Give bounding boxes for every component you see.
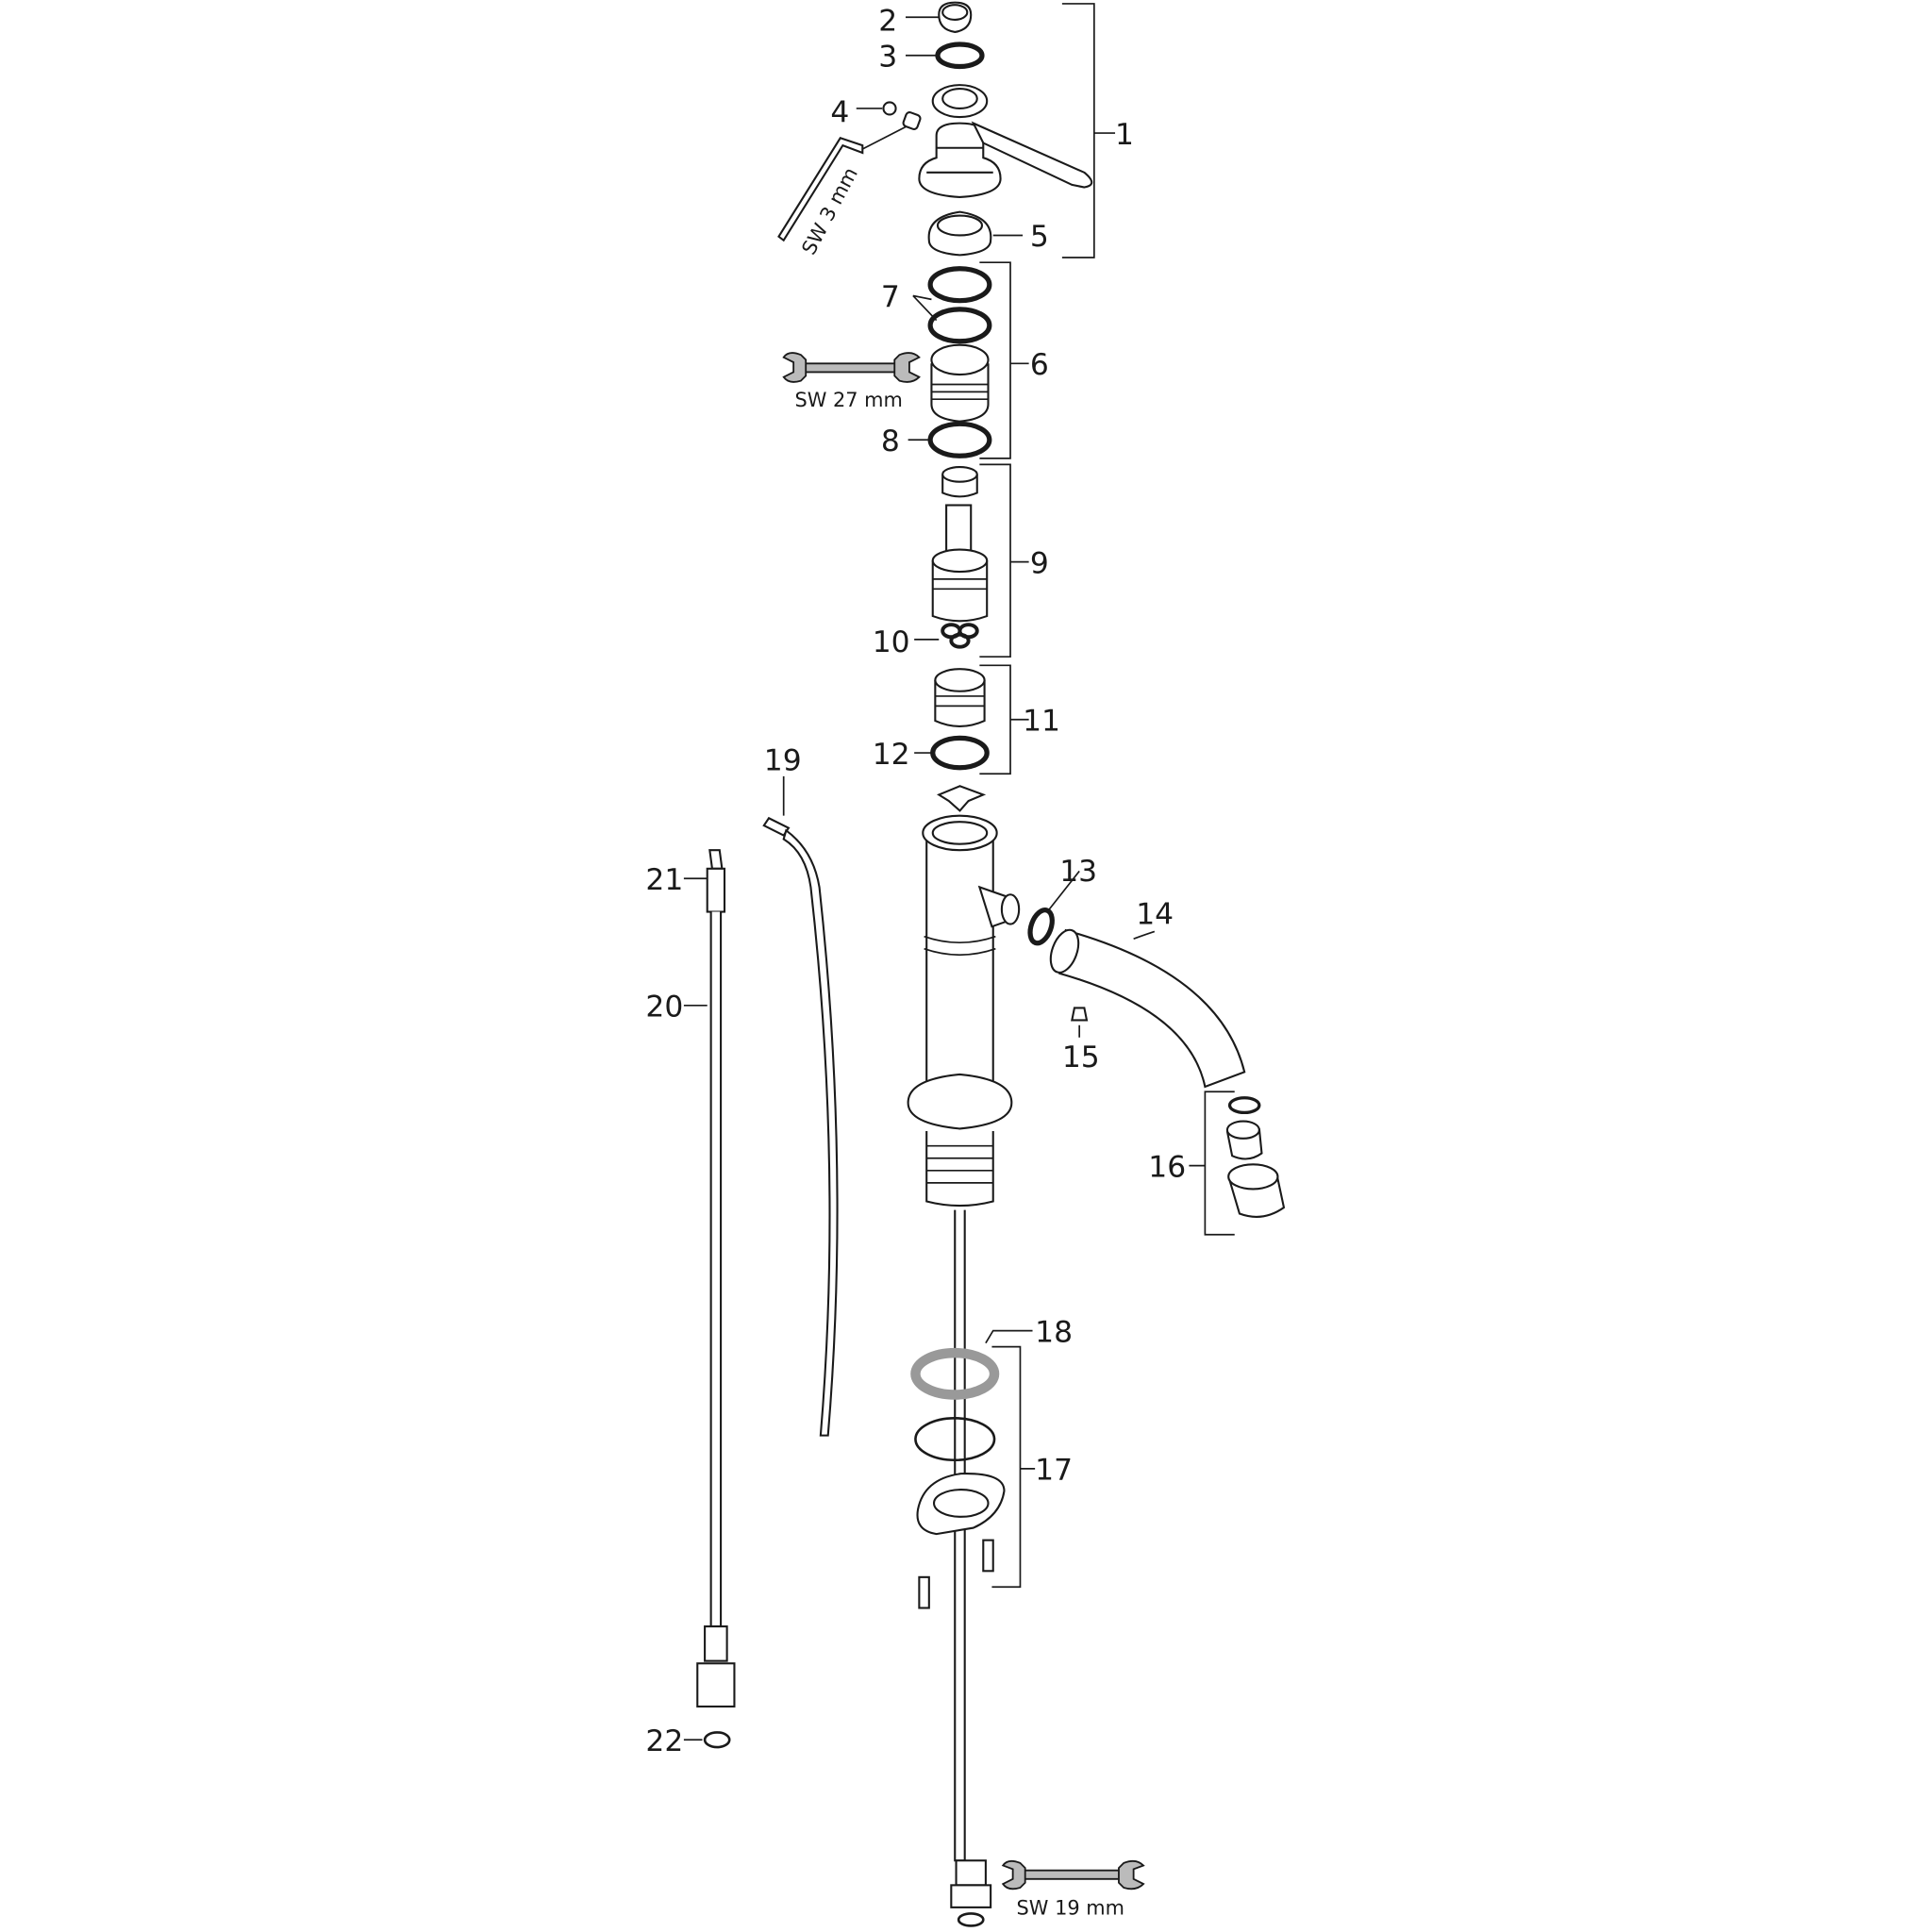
label-13: 13 — [1059, 855, 1097, 889]
part-14-spout — [1049, 928, 1246, 1089]
label-7: 7 — [881, 280, 900, 314]
part-7-o-ring — [927, 307, 992, 344]
supply-rod-center — [950, 1209, 992, 1927]
part-13-o-ring — [1027, 908, 1055, 946]
part-8-o-ring — [927, 421, 992, 458]
label-22: 22 — [645, 1724, 683, 1758]
part-19-lift-rod — [762, 816, 839, 1437]
wrench-icon — [782, 352, 921, 383]
label-15: 15 — [1062, 1041, 1100, 1074]
part-4-grub-screws — [882, 101, 922, 130]
wrench-27-size-label: SW 27 mm — [794, 389, 902, 411]
label-1: 1 — [1115, 118, 1134, 152]
label-17: 17 — [1035, 1454, 1073, 1488]
part-18-washer — [910, 1347, 1000, 1400]
label-16: 16 — [1148, 1150, 1186, 1184]
part-labels: 1 2 3 4 5 6 7 8 9 10 11 12 13 14 15 16 1… — [645, 5, 1186, 1758]
label-18: 18 — [1035, 1315, 1073, 1349]
part-1-lever-handle — [918, 84, 1093, 199]
label-20: 20 — [645, 991, 683, 1024]
part-12-o-ring — [930, 735, 990, 771]
part-10-seals — [941, 623, 979, 649]
label-9: 9 — [1030, 546, 1049, 580]
part-20-supply-hose — [696, 849, 736, 1708]
leader-lines — [683, 16, 1156, 1741]
label-21: 21 — [645, 863, 683, 897]
part-3-o-ring — [935, 42, 985, 70]
part-17-washer — [914, 1417, 996, 1462]
part-17-mounting-plate — [916, 1473, 1006, 1536]
part-5-escutcheon — [927, 210, 992, 257]
wrench-19-size-label: SW 19 mm — [1017, 1897, 1124, 1920]
label-2: 2 — [878, 5, 897, 39]
label-4: 4 — [830, 95, 849, 129]
label-8: 8 — [881, 425, 900, 458]
mounting-bolt — [918, 1575, 930, 1609]
part-15-screw — [1071, 1007, 1089, 1022]
part-9-cartridge — [931, 465, 989, 623]
label-6: 6 — [1030, 348, 1049, 382]
part-6-bonnet-nut — [930, 343, 990, 423]
label-10: 10 — [873, 625, 910, 659]
label-5: 5 — [1030, 220, 1049, 254]
part-22-seal — [703, 1731, 731, 1749]
label-12: 12 — [873, 738, 910, 772]
label-14: 14 — [1136, 898, 1174, 932]
part-16-aerator — [1225, 1096, 1286, 1218]
part-7-o-ring — [927, 266, 992, 304]
label-3: 3 — [878, 41, 897, 75]
hex-key-icon — [777, 125, 907, 242]
wrench-icon — [1001, 1859, 1145, 1890]
hex-key-size-label: SW 3 mm — [797, 163, 862, 258]
group-brackets — [979, 3, 1235, 1589]
label-19: 19 — [764, 743, 802, 777]
faucet-body — [907, 814, 1021, 1208]
mounting-bolt — [982, 1539, 994, 1573]
label-11: 11 — [1023, 705, 1060, 739]
part-2-cap — [938, 1, 973, 34]
part-11-valve-insert — [934, 668, 986, 728]
spacer-clip — [936, 785, 987, 812]
